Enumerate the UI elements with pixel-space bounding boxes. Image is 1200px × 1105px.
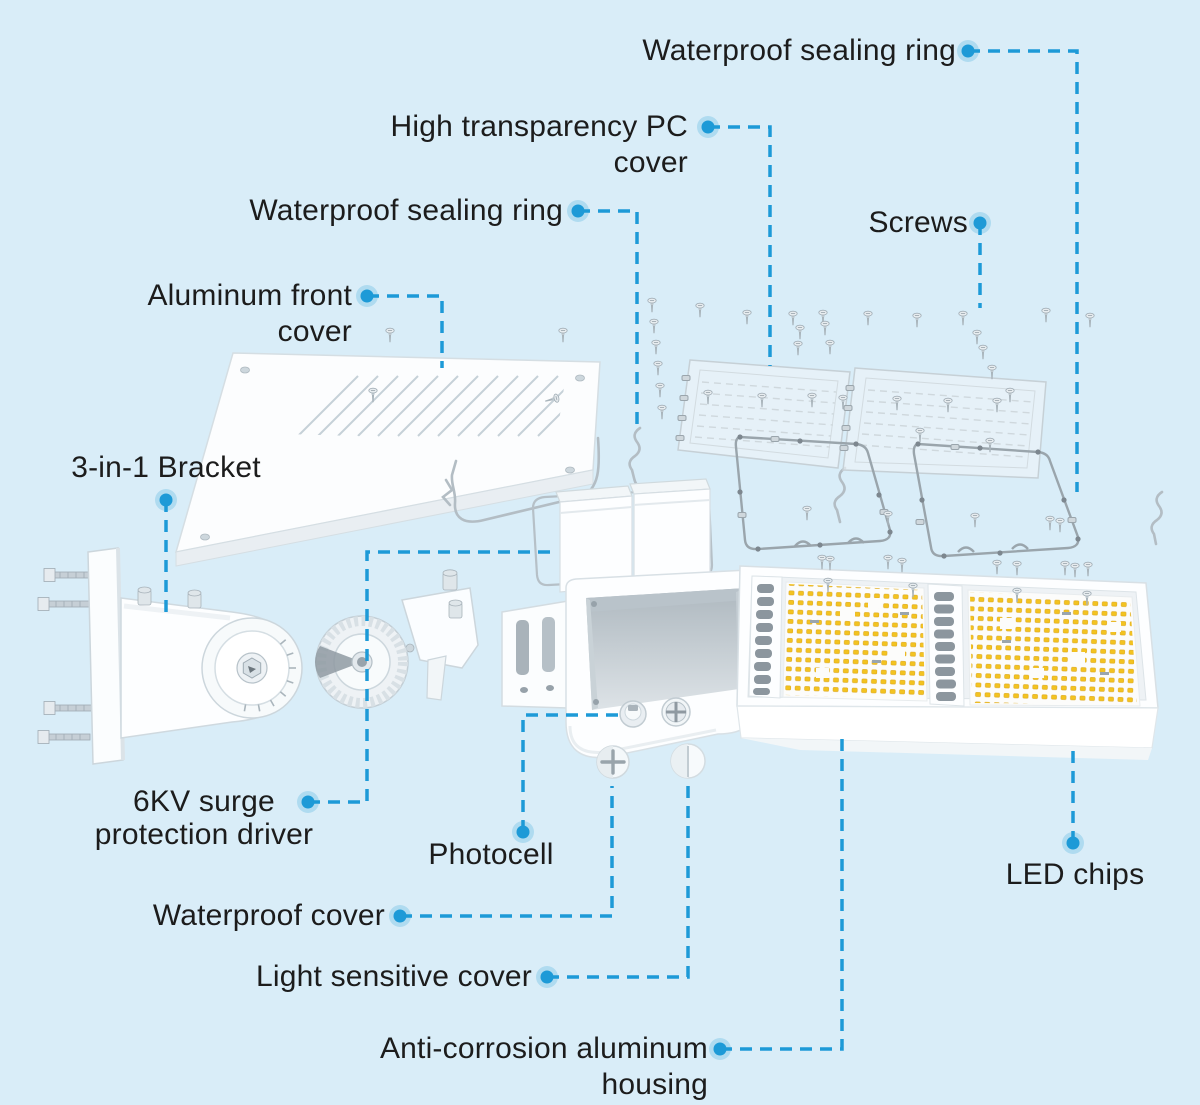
leader-anti-corrosion-housing (720, 734, 844, 1051)
label-waterproof-sealing-ring-top: Waterproof sealing ring (642, 34, 956, 67)
leader-waterproof-cover (400, 786, 614, 918)
knuckle-plate (401, 587, 479, 669)
label-6kv-surge-protection-driver: 6KV surge protection driver (94, 785, 314, 851)
leader-dot (567, 200, 589, 222)
led-panel-right (967, 589, 1141, 707)
waterproof-sealing-ring-right-part (912, 441, 1081, 559)
label-led-chips: LED chips (1005, 858, 1145, 891)
leader-dot (1062, 832, 1084, 854)
leader-dot (957, 40, 979, 62)
gear-wheel (314, 615, 409, 709)
bracket-top-studs (137, 586, 202, 609)
leader-waterproof-sealing-ring-left (578, 209, 639, 426)
heatsink-strip-middle (927, 583, 965, 707)
label-photocell: Photocell (428, 838, 554, 871)
pc-cover-right (839, 367, 1047, 479)
label-screws: Screws (868, 206, 968, 239)
front-cover-screw-holes (200, 366, 585, 541)
leader-dot (512, 821, 534, 843)
leader-dot (155, 489, 177, 511)
leader-photocell (521, 713, 618, 832)
leader-dots (155, 40, 1084, 1060)
label-high-transparency-pc-cover: High transparency PC cover (390, 110, 688, 179)
leader-high-transparency-pc-cover (708, 125, 772, 366)
bracket-mounting-bolts (37, 568, 95, 744)
dial-tick-marks (243, 639, 296, 712)
leader-aluminum-front-cover (367, 294, 444, 368)
leader-surge-driver (308, 550, 558, 804)
led-panel-left (782, 581, 928, 702)
waterproof-cover-disc (596, 745, 630, 779)
label-waterproof-cover: Waterproof cover (152, 899, 385, 932)
label-waterproof-sealing-ring-left: Waterproof sealing ring (249, 194, 563, 227)
driver-box (629, 478, 711, 592)
heatsink-strip-left (748, 575, 783, 699)
photocell-socket-ports (619, 697, 691, 728)
label-aluminum-front-cover: Aluminum front cover (147, 279, 352, 348)
leader-light-sensitive-cover (547, 784, 690, 979)
leader-dot (297, 791, 319, 813)
knuckle-studs (405, 569, 463, 653)
spring-clip-wires (441, 426, 1164, 546)
bracket-dial-head (201, 617, 303, 719)
label-light-sensitive-cover: Light sensitive cover (255, 960, 532, 993)
housing-mounting-arm (501, 600, 569, 709)
leader-waterproof-sealing-ring-top (968, 49, 1079, 492)
leader-dot (536, 966, 558, 988)
waterproof-sealing-ring-left-part (734, 434, 893, 552)
label-anti-corrosion-aluminum-housing: Anti-corrosion aluminum housing (379, 1032, 708, 1101)
anti-corrosion-aluminum-housing (501, 569, 761, 759)
leader-lines (164, 49, 1079, 1051)
front-cover-vents (297, 375, 566, 437)
bracket-3in1 (37, 547, 303, 765)
leader-dot (969, 212, 991, 234)
label-3-in-1-bracket: 3-in-1 Bracket (71, 451, 261, 484)
gear-knuckle (314, 569, 479, 709)
led-tray (736, 565, 1159, 760)
leader-dot (389, 905, 411, 927)
leader-dot (697, 116, 719, 138)
pc-cover-left (675, 359, 851, 469)
light-sensitive-cover-disc (670, 743, 706, 779)
leader-dot (709, 1038, 731, 1060)
leader-dot (356, 285, 378, 307)
aluminum-front-cover (174, 352, 601, 567)
